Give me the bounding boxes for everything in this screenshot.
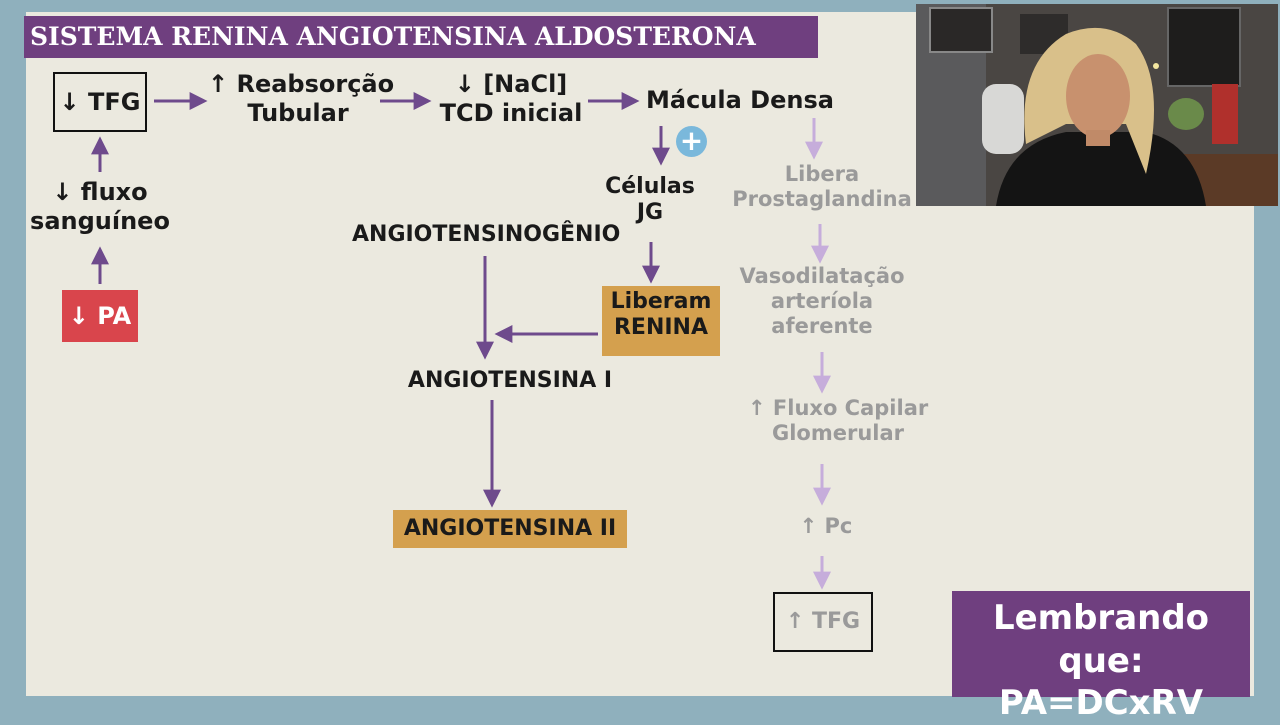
angiotensina-ii-box: ANGIOTENSINA II xyxy=(393,510,627,548)
libera-prostaglandina: Libera Prostaglandina xyxy=(732,162,912,212)
slide-title: SISTEMA RENINA ANGIOTENSINA ALDOSTERONA xyxy=(24,16,818,58)
fluxo-sanguineo: ↓ fluxo sanguíneo xyxy=(30,178,170,235)
fluxo-capilar-glomerular: ↑ Fluxo Capilar Glomerular xyxy=(748,396,929,446)
plus-icon: + xyxy=(676,126,707,157)
tfg-down-box: ↓ TFG xyxy=(53,72,147,132)
pa-down-box: ↓ PA xyxy=(62,290,138,342)
webcam-presenter-video xyxy=(916,4,1278,206)
angiotensinogenio: ANGIOTENSINOGÊNIO xyxy=(352,222,621,247)
tfg-up-box: ↑ TFG xyxy=(773,592,873,652)
celulas-jg: Células JG xyxy=(605,174,695,226)
liberam-renina-box: Liberam RENINA xyxy=(602,286,720,356)
macula-densa: Mácula Densa xyxy=(646,86,834,114)
pc-up: ↑ Pc xyxy=(799,514,853,538)
angiotensina-i: ANGIOTENSINA I xyxy=(407,368,613,393)
presenter-image xyxy=(916,4,1278,206)
reminder-note: Lembrando que: PA=DCxRV xyxy=(952,591,1250,723)
reabsorcao-tubular: ↑ Reabsorção Tubular xyxy=(208,70,395,127)
vasodilatacao-arteriola: Vasodilatação arteríola aferente xyxy=(739,264,905,339)
nacl-tcd: ↓ [NaCl] TCD inicial xyxy=(439,70,583,127)
